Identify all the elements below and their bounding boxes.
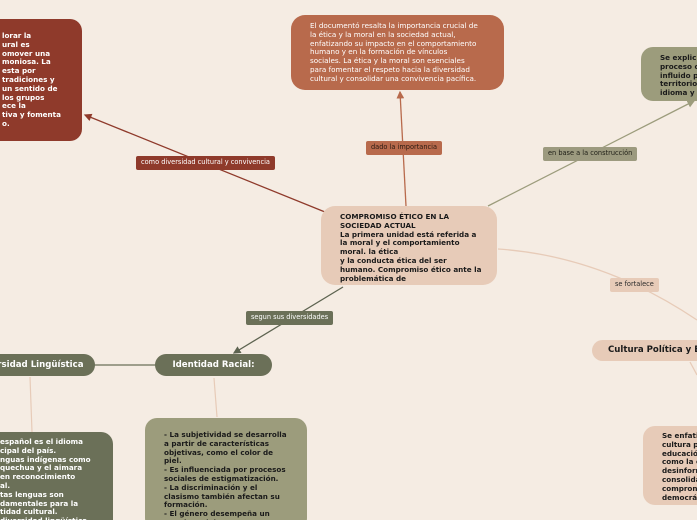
link-cultura-to-right-bottom bbox=[689, 361, 697, 376]
top-topic-text: El documentó resalta la importancia cruc… bbox=[310, 21, 478, 83]
central-topic-title: COMPROMISO ÉTICO EN LA SOCIEDAD ACTUAL bbox=[340, 212, 450, 230]
diversidad-linguistica-text: español es el idioma cipal del país. ngu… bbox=[0, 437, 91, 520]
identidad-racial-body-node[interactable]: - La subjetividad se desarrolla a partir… bbox=[145, 418, 307, 520]
identidad-racial-text: - La subjetividad se desarrolla a partir… bbox=[164, 430, 287, 520]
identidad-racial-node[interactable]: Identidad Racial: bbox=[155, 354, 272, 376]
link-central-to-cultura bbox=[497, 248, 697, 321]
right-top-topic-text: Se explic proceso c influido p territori… bbox=[660, 53, 697, 98]
right-top-topic-node[interactable]: Se explic proceso c influido p territori… bbox=[641, 47, 697, 101]
cultura-politica-node[interactable]: Cultura Política y Edu bbox=[592, 340, 697, 361]
link-linguistica-to-body bbox=[29, 376, 33, 433]
top-topic-node[interactable]: El documentó resalta la importancia cruc… bbox=[291, 15, 504, 90]
left-topic-node[interactable]: lorar la ural es omover una moniosa. La … bbox=[0, 19, 82, 141]
diversidad-linguistica-body-node[interactable]: español es el idioma cipal del país. ngu… bbox=[0, 432, 113, 520]
cultura-politica-title: Cultura Política y Edu bbox=[608, 345, 697, 355]
identidad-racial-title: Identidad Racial: bbox=[172, 360, 255, 370]
tag-diversidad-cultural[interactable]: como diversidad cultural y convivencia bbox=[136, 156, 275, 170]
tag-segun-diversidades[interactable]: segun sus diversidades bbox=[246, 311, 334, 325]
right-bottom-topic-text: Se enfati cultura p educació como la c d… bbox=[662, 431, 697, 502]
tag-en-base[interactable]: en base a la construcción bbox=[543, 147, 638, 161]
central-topic-body: La primera unidad está referida a la mor… bbox=[340, 229, 482, 283]
diversidad-linguistica-node[interactable]: ersidad Lingüística bbox=[0, 354, 95, 376]
central-topic-node[interactable]: COMPROMISO ÉTICO EN LA SOCIEDAD ACTUAL L… bbox=[321, 206, 497, 285]
link-racial-to-body bbox=[213, 377, 218, 418]
tag-se-fortalece[interactable]: se fortalece bbox=[610, 278, 659, 292]
diversidad-linguistica-title: ersidad Lingüística bbox=[0, 360, 84, 370]
right-bottom-topic-node[interactable]: Se enfati cultura p educació como la c d… bbox=[643, 426, 697, 505]
tag-dado-importancia[interactable]: dado la importancia bbox=[366, 141, 442, 155]
left-topic-text: lorar la ural es omover una moniosa. La … bbox=[2, 31, 61, 128]
